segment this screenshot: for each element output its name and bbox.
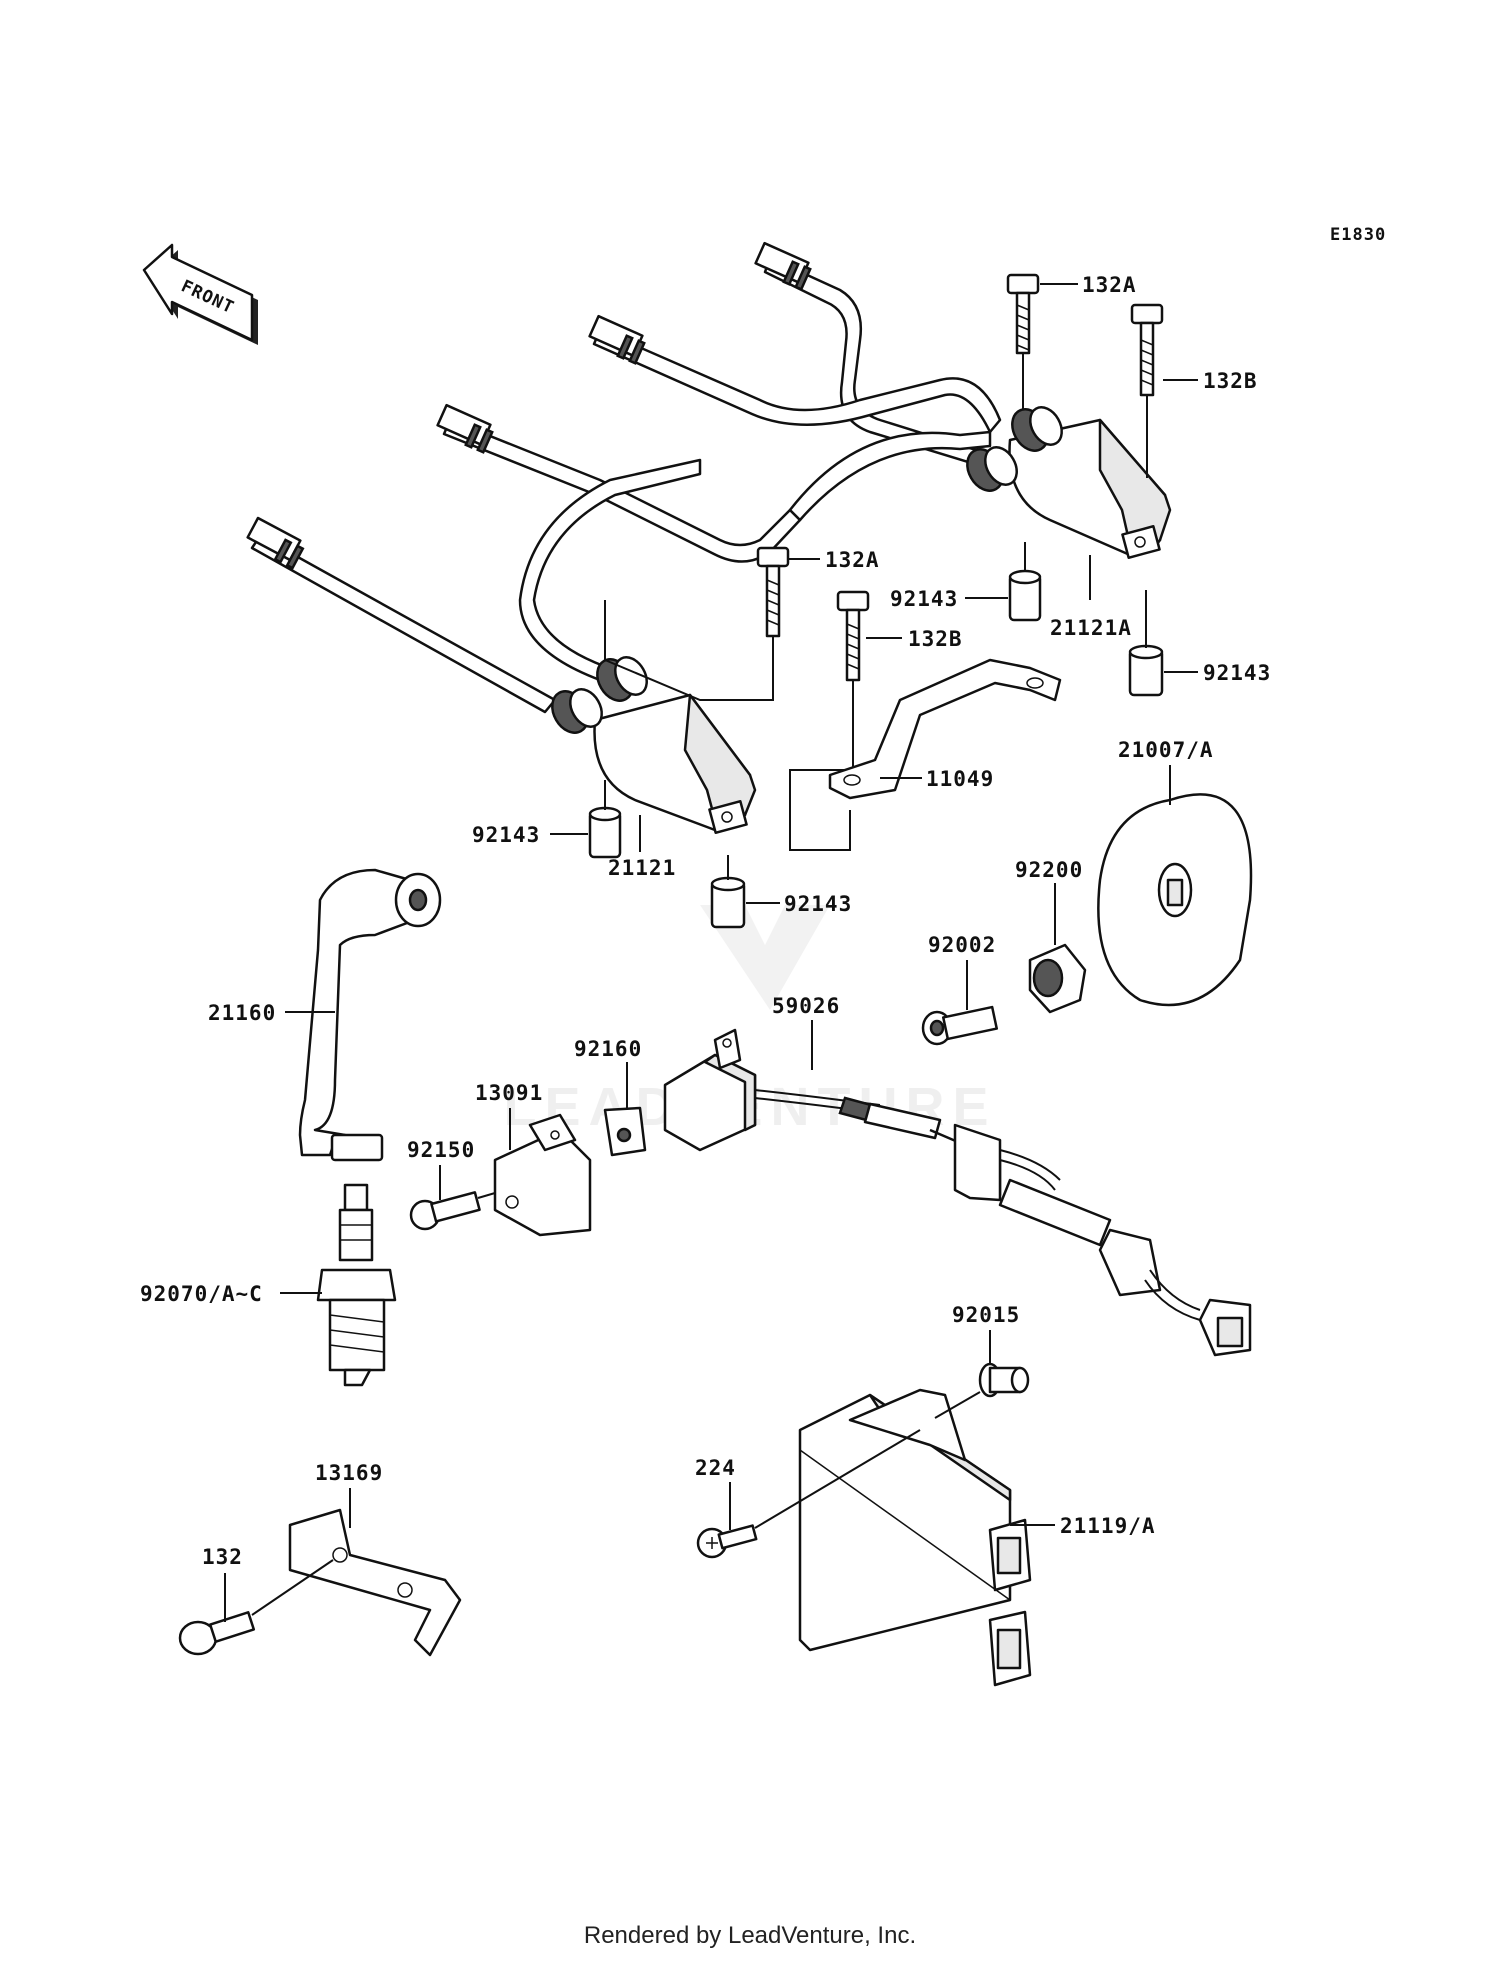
callout-132a-mid: 132A xyxy=(825,548,880,572)
lead-tip xyxy=(246,516,305,570)
callout-92143-d: 92143 xyxy=(784,892,852,916)
bolt-132 xyxy=(178,1611,256,1656)
callout-92070: 92070/A~C xyxy=(140,1282,263,1306)
callout-21119a: 21119/A xyxy=(1060,1514,1156,1538)
plug-cap-21160 xyxy=(298,868,442,1162)
ignition-coil-21121a xyxy=(966,406,1172,559)
callout-92015: 92015 xyxy=(952,1303,1020,1327)
spark-plug-92070 xyxy=(316,1183,397,1387)
bolt-132a-mid xyxy=(756,546,790,638)
leader-lines xyxy=(224,283,1198,1622)
bolt-92002 xyxy=(921,1005,998,1046)
callout-224: 224 xyxy=(695,1456,736,1480)
callout-92143-b: 92143 xyxy=(1203,661,1271,685)
collar-92143-a xyxy=(1008,569,1042,622)
ignition-leads xyxy=(246,241,1042,714)
callout-132: 132 xyxy=(202,1545,243,1569)
callout-21007a: 21007/A xyxy=(1118,738,1214,762)
lead-tip xyxy=(754,241,812,291)
callout-11049: 11049 xyxy=(926,767,994,791)
footer-credit: Rendered by LeadVenture, Inc. xyxy=(583,1922,917,1949)
timing-rotor-21007a xyxy=(1097,793,1253,1007)
callout-21121: 21121 xyxy=(608,856,676,880)
lead-tip xyxy=(436,403,494,454)
callout-13169: 13169 xyxy=(315,1461,383,1485)
callout-132b-top: 132B xyxy=(1203,369,1258,393)
bolt-132b-mid xyxy=(836,590,870,682)
bolt-92150 xyxy=(409,1191,481,1231)
callout-132b-mid: 132B xyxy=(908,627,963,651)
bracket-11049 xyxy=(828,658,1062,800)
callout-92150: 92150 xyxy=(407,1138,475,1162)
callout-59026: 59026 xyxy=(772,994,840,1018)
collar-92143-b xyxy=(1128,644,1164,697)
callout-21121a: 21121A xyxy=(1050,616,1132,640)
screw-224 xyxy=(696,1524,758,1559)
front-arrow-icon: FRONT xyxy=(142,243,258,345)
callout-132a-top: 132A xyxy=(1082,273,1137,297)
bolt-132a-top xyxy=(1006,273,1040,355)
nut-92200 xyxy=(1028,943,1087,1014)
callout-92002: 92002 xyxy=(928,933,996,957)
callout-13091: 13091 xyxy=(475,1081,543,1105)
bracket-13091 xyxy=(493,1113,592,1237)
collar-92143-c xyxy=(588,806,622,859)
grommet-92015 xyxy=(978,1362,1030,1398)
callout-labels: 132A 132B 132A 92143 21121A 132B 92143 2… xyxy=(140,273,1271,1569)
ignition-coil-21121 xyxy=(551,656,757,834)
bracket-13169 xyxy=(288,1508,462,1657)
pad-92160 xyxy=(603,1106,647,1157)
bolt-132b-top xyxy=(1130,303,1164,397)
callout-92200: 92200 xyxy=(1015,858,1083,882)
collar-92143-d xyxy=(710,876,746,929)
diagram-code: E1830 xyxy=(1330,225,1386,245)
lead-tip xyxy=(588,314,646,365)
igniter-21119a xyxy=(798,1388,1032,1687)
callout-92160: 92160 xyxy=(574,1037,642,1061)
callout-92143-c: 92143 xyxy=(472,823,540,847)
callout-92143-a: 92143 xyxy=(890,587,958,611)
pickup-coil-59026 xyxy=(663,1028,1252,1357)
callout-21160: 21160 xyxy=(208,1001,276,1025)
